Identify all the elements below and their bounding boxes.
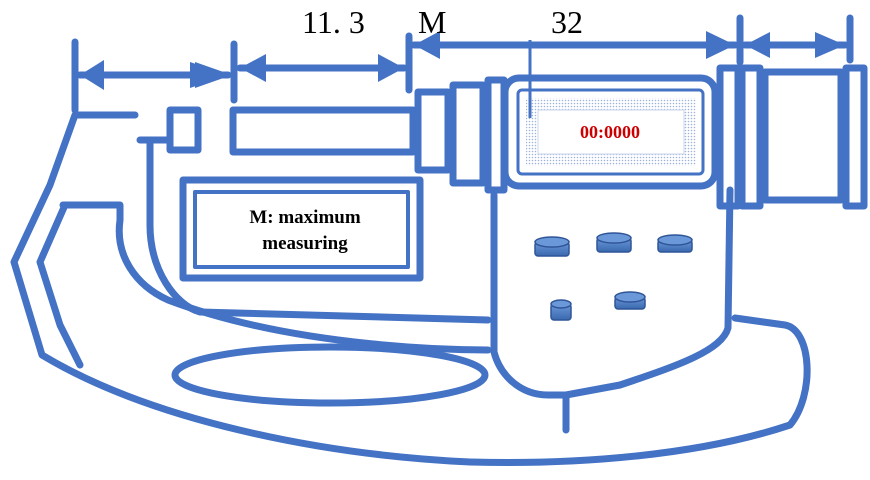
arrowhead	[195, 62, 232, 88]
ratchet-ring	[742, 68, 760, 206]
arrowhead	[80, 60, 104, 90]
ratchet	[765, 72, 841, 200]
body-housing	[494, 190, 730, 430]
arrowhead	[745, 32, 770, 58]
arrowhead	[706, 31, 735, 59]
button-icon[interactable]	[551, 300, 571, 320]
arrowhead	[240, 54, 266, 82]
note-text: M: maximum measuring	[205, 205, 405, 257]
frame-outer	[14, 115, 807, 463]
button-icon[interactable]	[597, 233, 631, 252]
dimension-label-a: 11. 3	[302, 6, 365, 38]
spindle	[233, 110, 413, 152]
note-line-1: M: maximum	[205, 205, 405, 231]
note-line-2: measuring	[205, 231, 405, 257]
ratchet-cap	[846, 68, 864, 206]
arrowhead	[815, 32, 845, 58]
button-icon[interactable]	[535, 237, 569, 256]
button-icon[interactable]	[615, 292, 645, 309]
display-reading: 00:0000	[540, 122, 680, 143]
dimension-label-b: 32	[551, 6, 583, 38]
ratchet-ring	[720, 68, 738, 206]
anvil	[170, 110, 198, 150]
spindle-collar	[418, 92, 448, 170]
dimension-label-m: M	[418, 6, 446, 38]
arrowhead	[378, 54, 404, 82]
frame-window	[175, 347, 485, 403]
button-icon[interactable]	[658, 235, 692, 252]
thimble	[453, 85, 483, 183]
